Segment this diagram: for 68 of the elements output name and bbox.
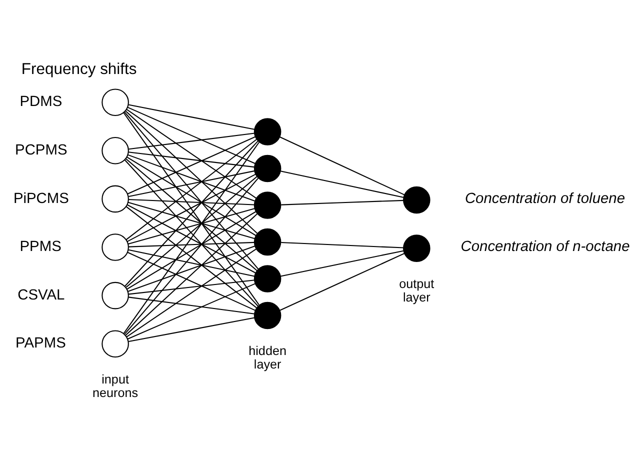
connector [128,152,255,168]
connector [123,142,260,334]
connector [128,246,255,292]
connector [128,317,255,342]
node-circle [254,118,282,146]
connector [126,156,256,236]
connector [127,106,256,164]
node-label: Concentration of n-octane [460,239,630,256]
connector [124,140,258,287]
connector [125,110,258,234]
connector [127,283,256,340]
node-label: PiPCMS [13,190,69,207]
connector [128,202,255,240]
connector [127,136,256,194]
node-circle [254,154,282,182]
node-circle [254,192,282,219]
connector [126,109,256,199]
connector [128,208,255,244]
connector [124,178,258,334]
connector [126,206,257,308]
connector [124,160,258,307]
connector [128,249,255,277]
connector [279,136,405,196]
node-circle [403,234,430,262]
node-label: CSVAL [18,287,65,304]
node-circle [254,228,282,256]
node-circle [254,302,282,330]
connector [124,112,259,270]
label: input neurons [92,372,138,400]
node-circle [254,265,282,292]
connector [128,296,255,314]
connector [126,174,256,242]
connector [123,112,260,306]
connector [127,252,256,311]
node-circle [102,88,129,116]
connector [128,170,255,197]
connector [128,242,254,248]
connector [126,176,258,288]
connector [126,204,256,274]
connector [126,211,256,290]
label: hidden layer [248,344,286,372]
connector [280,170,404,198]
node-label: Concentration of toluene [464,190,625,207]
connector [128,154,255,202]
diagram-title: Frequency shifts [21,61,137,78]
node-circle [102,330,129,358]
connector [128,132,255,150]
connector [128,104,255,130]
node-circle [102,185,129,213]
node-circle [102,282,129,310]
node-label: PCPMS [15,142,68,159]
label: output layer [399,276,434,304]
connector [280,252,405,311]
node-circle [102,234,129,261]
node-label: PAPMS [16,336,66,352]
connector [280,250,404,277]
connector [281,242,404,248]
node-label: PPMS [20,239,62,256]
connector [281,200,404,206]
connector [128,280,255,295]
node-circle [403,186,430,214]
node-circle [102,137,129,164]
connector [126,139,257,240]
connector [125,214,258,336]
connector [126,248,256,338]
connector [128,198,254,206]
connector [125,158,258,272]
node-label: PDMS [20,94,62,110]
